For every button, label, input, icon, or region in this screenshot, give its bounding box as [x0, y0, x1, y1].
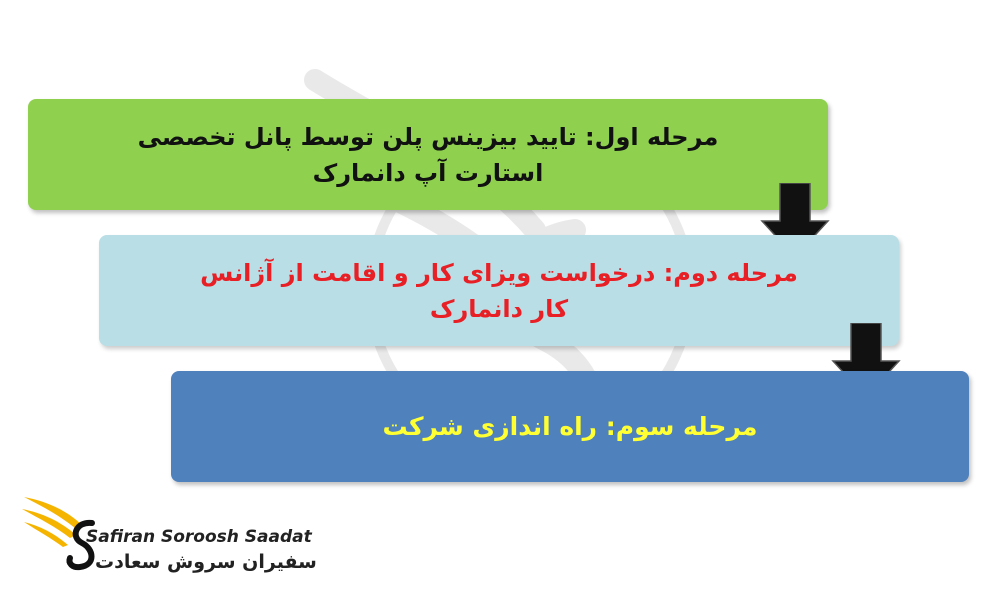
- step-1-text: مرحله اول: تایید بیزینس پلن توسط پانل تخ…: [138, 119, 719, 191]
- brand-name-english: Safiran Soroosh Saadat: [86, 527, 312, 547]
- step-2-text: مرحله دوم: درخواست ویزای کار و اقامت از …: [200, 255, 798, 327]
- step-2-box: مرحله دوم: درخواست ویزای کار و اقامت از …: [99, 235, 899, 346]
- step-3-box: مرحله سوم: راه اندازی شرکت: [171, 371, 969, 482]
- brand-name-persian: سفیران سروش سعادت: [95, 551, 317, 573]
- step-1-line-2: استارت آپ دانمارک: [312, 158, 544, 187]
- step-1-line-1: مرحله اول: تایید بیزینس پلن توسط پانل تخ…: [137, 122, 719, 151]
- step-3-line-1: مرحله سوم: راه اندازی شرکت: [382, 411, 758, 441]
- step-1-box: مرحله اول: تایید بیزینس پلن توسط پانل تخ…: [28, 99, 828, 210]
- step-3-text: مرحله سوم: راه اندازی شرکت: [383, 408, 758, 446]
- step-2-line-2: کار دانمارک: [429, 294, 569, 323]
- step-2-line-1: مرحله دوم: درخواست ویزای کار و اقامت از …: [200, 258, 798, 287]
- winged-s-logo-icon: [22, 497, 95, 571]
